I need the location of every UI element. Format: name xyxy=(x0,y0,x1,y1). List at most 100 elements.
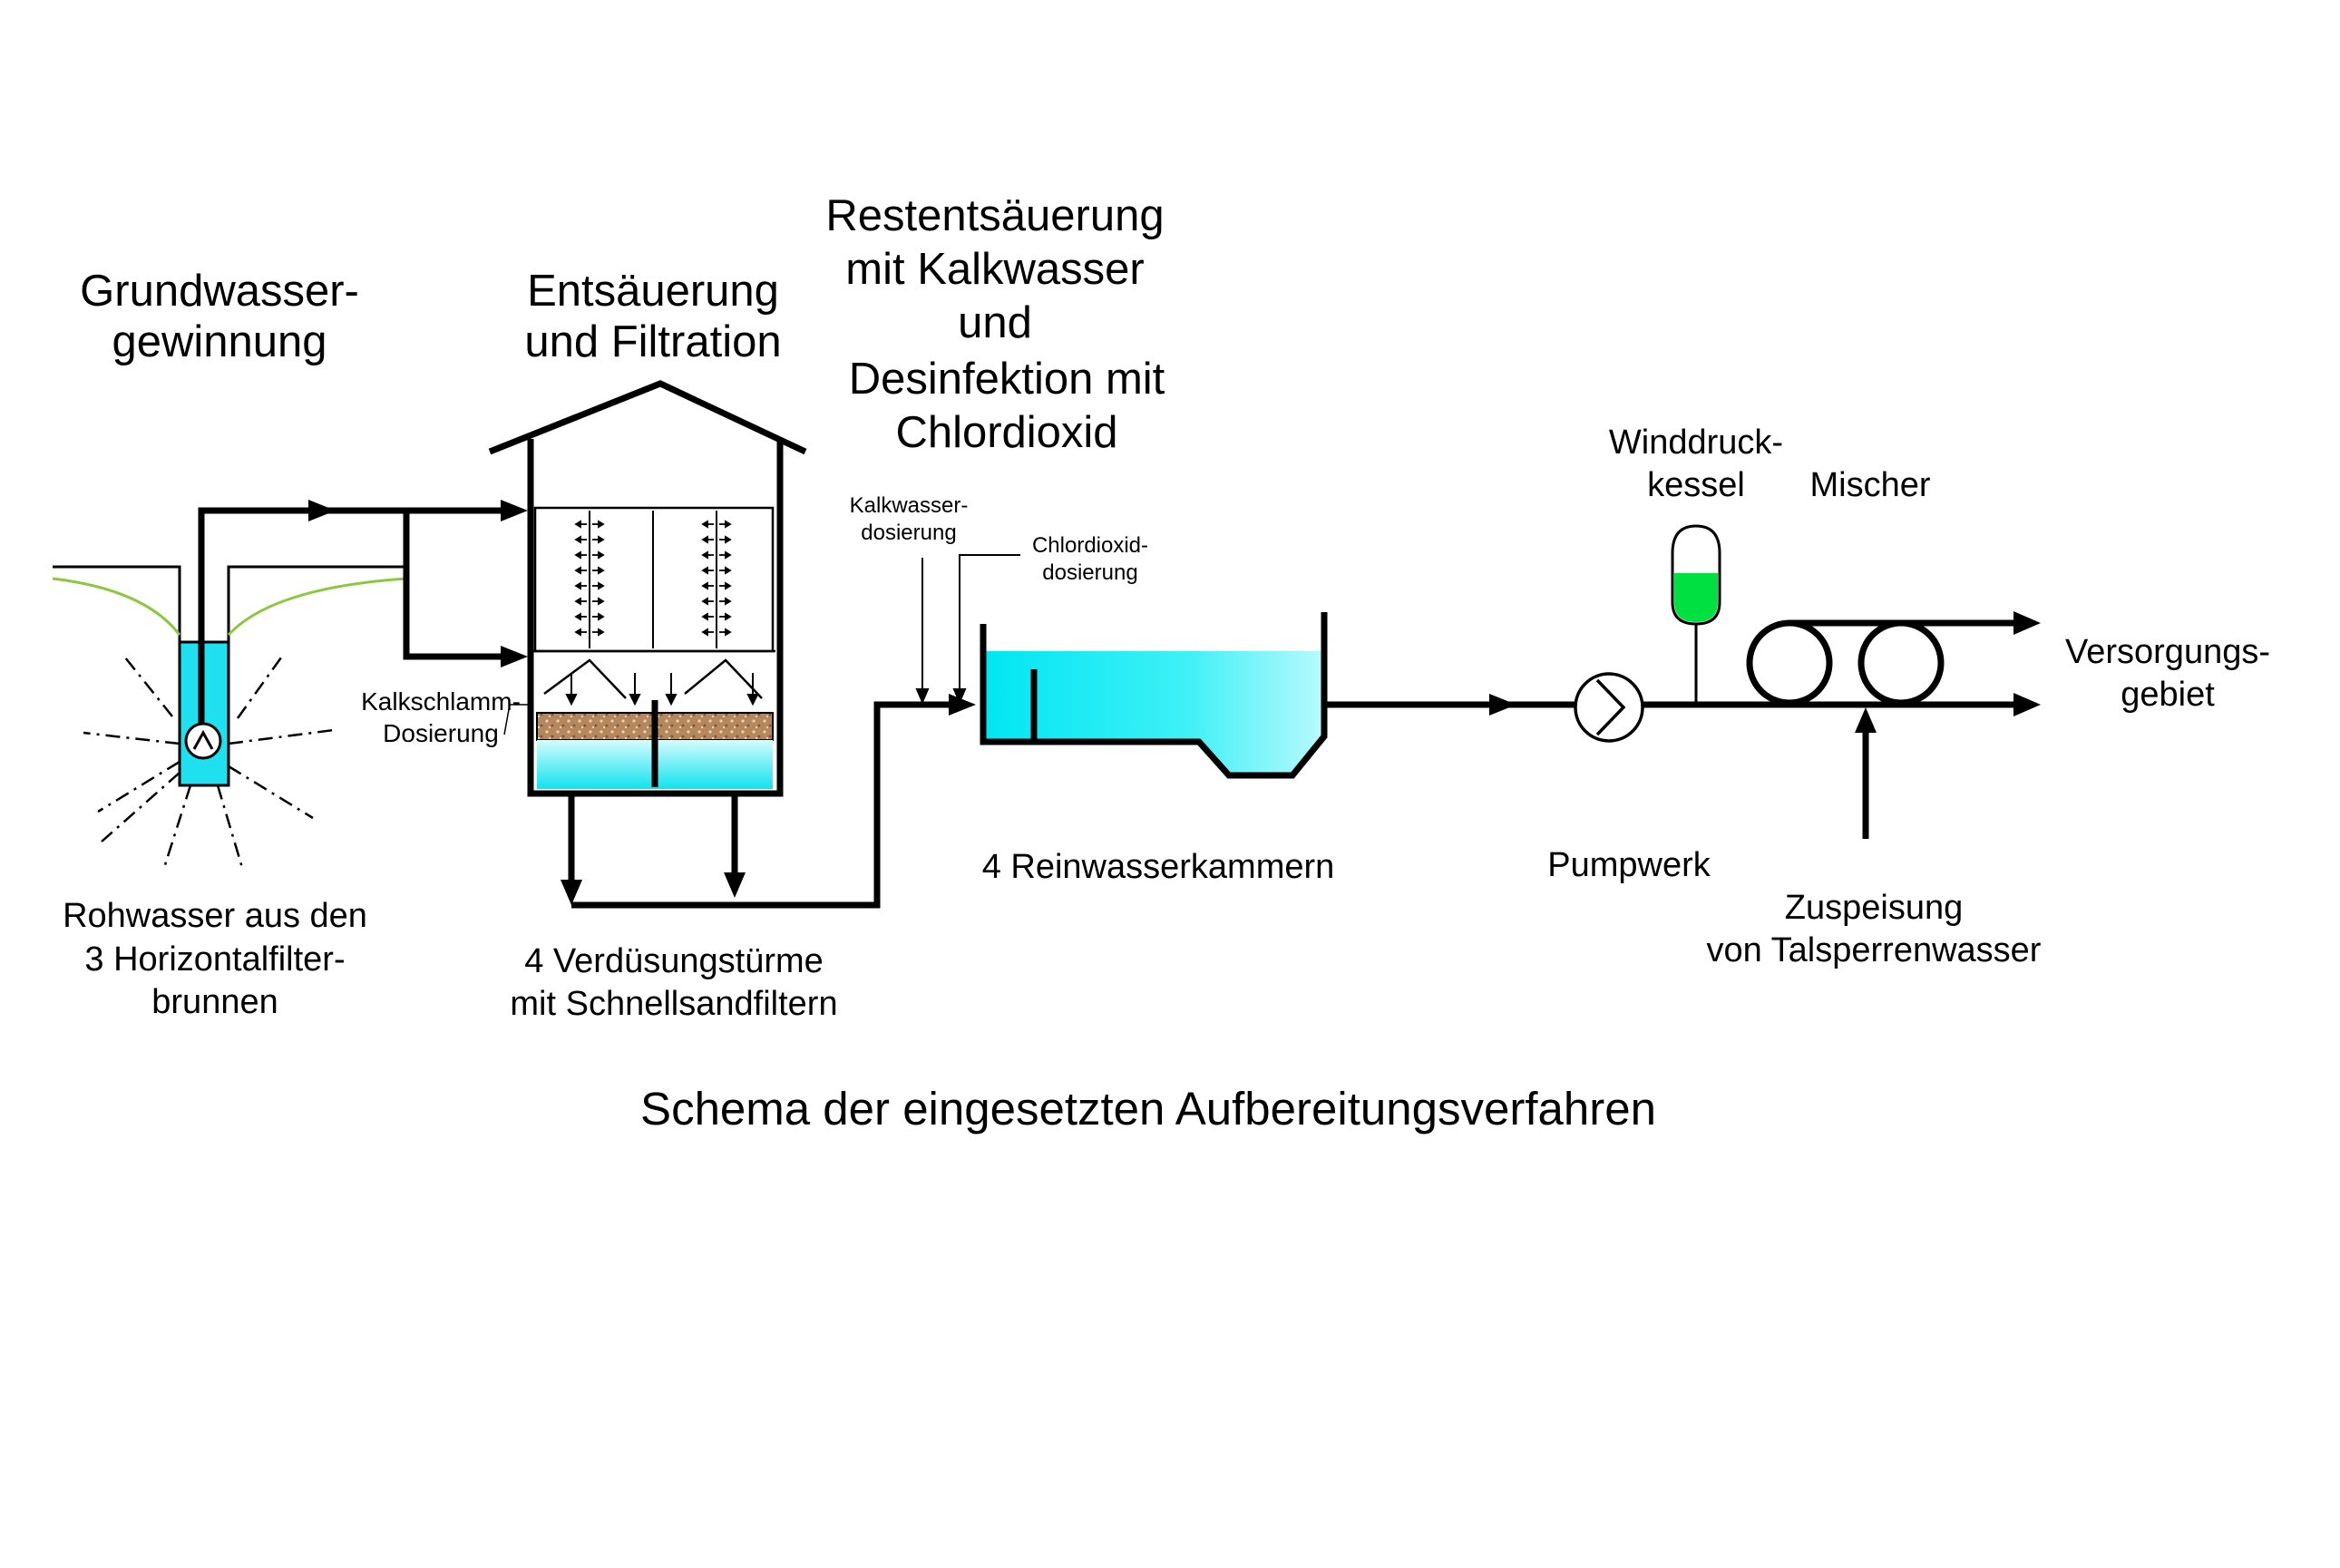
spray-arrow-head xyxy=(725,597,732,606)
spray-arrow-head xyxy=(598,550,605,560)
ground-line-left xyxy=(53,565,181,646)
well-section xyxy=(52,500,408,872)
label-reinwasser: 4 Reinwasserkammern xyxy=(982,848,1335,886)
spray-arrow-head xyxy=(574,520,581,529)
label-chlordioxid-line-2: dosierung xyxy=(1042,560,1137,585)
label-kalkwasser-line-2: dosierung xyxy=(861,521,956,545)
clean-water-basin xyxy=(980,612,1328,779)
spray-arrow-head xyxy=(725,581,732,590)
well-pump-icon xyxy=(184,722,222,760)
heading-entsaeuerung-line-2: und Filtration xyxy=(524,317,781,366)
heading-entsaeuerung: Entsäuerung und Filtration xyxy=(524,267,781,366)
label-zuspeisung-line-1: Zuspeisung xyxy=(1785,889,1963,927)
pump-section xyxy=(1324,672,2041,743)
label-verduesung-line-1: 4 Verdüsungstürme xyxy=(524,942,824,980)
label-zuspeisung: Zuspeisung von Talsperrenwasser xyxy=(1707,889,2042,969)
label-versorgung: Versorgungs- gebiet xyxy=(2065,633,2270,714)
heading-entsaeuerung-line-1: Entsäuerung xyxy=(527,267,779,316)
heading-restentsaeuerung: Restentsäuerung mit Kalkwasser und Desin… xyxy=(825,191,1165,457)
roof xyxy=(488,380,807,455)
pressure-vessel xyxy=(1671,524,1721,705)
spray-dividers xyxy=(589,511,717,648)
building-walls xyxy=(527,439,784,797)
spray-arrow-head xyxy=(725,612,732,621)
heading-restentsaeuerung-line-2: mit Kalkwasser xyxy=(845,245,1144,294)
cone-of-depression-right xyxy=(227,577,407,637)
spray-arrow-head xyxy=(598,597,605,606)
kalkschlamm-leader xyxy=(503,704,531,735)
spray-arrow-head xyxy=(574,566,581,575)
label-versorgung-line-1: Versorgungs- xyxy=(2065,633,2270,671)
spray-arrow-head xyxy=(598,628,605,637)
arrow-riser xyxy=(308,500,336,521)
heading-grundwasser-line-1: Grundwasser- xyxy=(80,267,359,316)
cone-of-depression-left xyxy=(52,577,181,636)
heading-restentsaeuerung-line-5: Chlordioxid xyxy=(895,408,1117,457)
spray-arrow-head xyxy=(701,612,708,621)
spray-arrow-head xyxy=(701,535,708,544)
spray-arrow-head xyxy=(701,520,708,529)
pump-icon xyxy=(1574,672,1644,743)
label-rohwasser: Rohwasser aus den 3 Horizontalfilter- br… xyxy=(63,897,367,1021)
label-rohwasser-line-3: brunnen xyxy=(151,983,278,1021)
spray-arrow-head xyxy=(598,535,605,544)
dosing-arrows xyxy=(565,673,759,706)
spray-nozzle-arrows xyxy=(574,520,732,637)
spray-arrow-head xyxy=(574,628,581,637)
spray-arrow-head xyxy=(701,597,708,606)
spray-arrow-head xyxy=(725,550,732,560)
spray-arrow-head xyxy=(725,628,732,637)
vessel-liquid xyxy=(1674,573,1718,622)
label-rohwasser-line-1: Rohwasser aus den xyxy=(63,897,367,935)
label-verduesung: 4 Verdüsungstürme mit Schnellsandfiltern xyxy=(510,942,837,1023)
label-winddruck-line-2: kessel xyxy=(1647,466,1745,504)
spray-arrow-head xyxy=(598,520,605,529)
label-kalkschlamm: Kalkschlamm- Dosierung xyxy=(361,687,521,747)
spray-arrow-head xyxy=(574,581,581,590)
dosing-leaders xyxy=(915,554,1020,705)
pump-chevron-icon xyxy=(1595,678,1626,736)
mixer xyxy=(1746,611,2041,839)
label-verduesung-line-2: mit Schnellsandfiltern xyxy=(510,985,837,1023)
filter-outlets xyxy=(561,694,976,909)
spray-arrow-head xyxy=(574,597,581,606)
spray-arrow-head xyxy=(574,535,581,544)
distribution-hoods xyxy=(543,658,763,699)
label-winddruck: Winddruck- kessel xyxy=(1609,424,1783,504)
label-pumpwerk: Pumpwerk xyxy=(1547,846,1711,884)
label-chlordioxid-line-1: Chlordioxid- xyxy=(1032,533,1148,558)
spray-arrow-head xyxy=(701,566,708,575)
mixer-loop-2 xyxy=(1857,619,1945,706)
riser-pipe xyxy=(198,507,406,724)
spray-arrow-head xyxy=(701,581,708,590)
heading-grundwasser-line-2: gewinnung xyxy=(112,317,327,366)
heading-grundwasser: Grundwasser- gewinnung xyxy=(80,267,359,366)
spray-arrow-head xyxy=(598,612,605,621)
label-zuspeisung-line-2: von Talsperrenwasser xyxy=(1707,931,2042,969)
spray-arrow-head xyxy=(701,628,708,637)
label-kalkschlamm-line-2: Dosierung xyxy=(383,719,499,747)
label-kalkwasser-line-1: Kalkwasser- xyxy=(850,493,969,518)
spray-arrow-head xyxy=(725,566,732,575)
spray-arrow-head xyxy=(598,566,605,575)
inlet-pipes xyxy=(403,500,528,667)
label-rohwasser-line-2: 3 Horizontalfilter- xyxy=(84,940,345,979)
label-kalkwasser: Kalkwasser- dosierung xyxy=(850,493,969,545)
horizontal-filter-rays xyxy=(83,657,335,872)
well-pump-chevron-icon xyxy=(192,729,214,750)
spray-arrow-head xyxy=(598,581,605,590)
heading-restentsaeuerung-line-3: und xyxy=(958,298,1032,347)
heading-restentsaeuerung-line-1: Restentsäuerung xyxy=(825,191,1164,240)
basin-water xyxy=(983,651,1324,775)
spray-arrow-head xyxy=(725,520,732,529)
label-kalkschlamm-line-1: Kalkschlamm- xyxy=(361,687,521,716)
heading-restentsaeuerung-line-4: Desinfektion mit xyxy=(849,355,1165,404)
label-versorgung-line-2: gebiet xyxy=(2121,676,2215,714)
spray-arrow-head xyxy=(574,612,581,621)
spray-arrow-head xyxy=(725,535,732,544)
mixer-loop-1 xyxy=(1746,619,1833,706)
basin-walls xyxy=(980,612,1328,779)
spray-arrow-head xyxy=(701,550,708,560)
label-winddruck-line-1: Winddruck- xyxy=(1609,424,1783,462)
